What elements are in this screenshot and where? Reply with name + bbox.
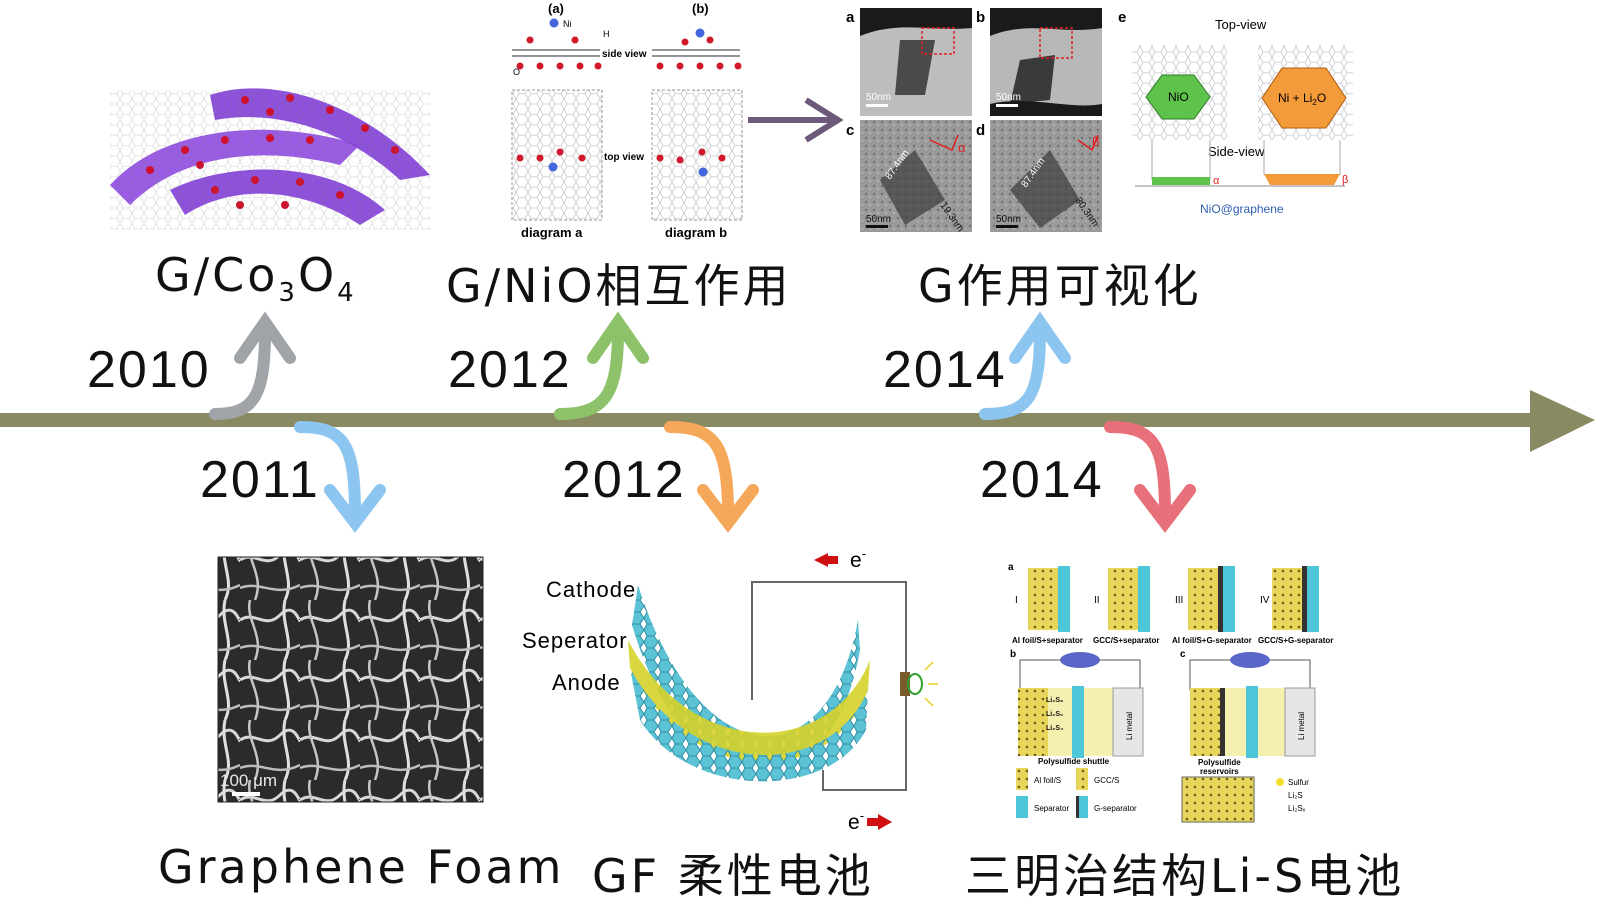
legend-li2s: Li₂S	[1288, 791, 1303, 800]
row-i: I	[1015, 595, 1018, 606]
branch-arrow-2010	[209, 311, 296, 420]
separator-label: Seperator	[522, 628, 628, 653]
graphene-foam-sem-image: 100 μm	[217, 556, 484, 803]
legend-li2sx: Li₂Sₓ	[1288, 804, 1306, 813]
title-gf-flexible-battery: GF 柔性电池	[592, 849, 874, 903]
ni-label: Ni	[563, 19, 572, 29]
tem-visualization-panel: a b c d 50nm 50nm α 87.4nm 19.3nm 50nm β…	[846, 8, 1353, 234]
title-g-co3o4: G/Co3O4	[155, 248, 357, 309]
tem-label-c: c	[846, 122, 854, 139]
gf-flexible-battery-illustration: e- e- Cathode Seperator Anode	[522, 546, 938, 834]
cathode-label: Cathode	[546, 577, 636, 602]
nio-label-b: (b)	[692, 1, 709, 16]
year-2010: 2010	[87, 341, 211, 399]
reservoirs-label-1: Polysulfide	[1198, 758, 1241, 767]
reservoirs-label-2: reservoirs	[1200, 767, 1239, 776]
co3o4-graphene-illustration	[110, 88, 430, 230]
title-g-visualization: G作用可视化	[918, 259, 1202, 313]
legend-g-separator: G-separator	[1094, 804, 1137, 813]
li-metal-c: Li metal	[1297, 712, 1306, 740]
title-g-nio-interaction: G/NiO相互作用	[446, 259, 792, 313]
year-2012-top: 2012	[448, 341, 572, 399]
legend-sulfur: Sulfur	[1288, 778, 1309, 787]
branch-arrow-2014-top	[979, 311, 1071, 420]
o-label: O	[513, 67, 520, 77]
branch-arrow-2012-bottom	[664, 421, 759, 533]
scale-c: 50nm	[866, 214, 891, 225]
sandwich-lis-battery-panel: a I II III IV Al foil/S+separator GCC/S+…	[1008, 562, 1333, 823]
ni-li2o-label: Ni + Li2O	[1278, 91, 1326, 107]
nio-label-a: (a)	[548, 1, 564, 16]
branch-arrow-2011	[294, 421, 386, 533]
side-view-label: side view	[602, 49, 647, 60]
legend-gcc: GCC/S	[1094, 776, 1119, 785]
li-metal-b: Li metal	[1125, 712, 1134, 740]
electron-top: e-	[850, 546, 866, 572]
top-view-e: Top-view	[1215, 17, 1267, 32]
scale-b: 50nm	[996, 92, 1021, 103]
legend-separator: Separator	[1034, 804, 1069, 813]
lis-label-a: a	[1008, 562, 1014, 573]
nio-interaction-panel: (a) (b) Ni H O side view top view diagra…	[511, 1, 743, 240]
anode-label: Anode	[552, 670, 621, 695]
electron-bottom: e-	[848, 808, 864, 834]
scale-d: 50nm	[996, 214, 1021, 225]
panel-link-arrowhead	[804, 97, 844, 143]
config-label-1: Al foil/S+separator	[1012, 636, 1083, 645]
year-2011: 2011	[200, 451, 320, 509]
branch-arrow-2012-top	[554, 311, 649, 420]
diagram-a-label: diagram a	[521, 225, 583, 240]
side-view-e: Side-view	[1208, 144, 1265, 159]
lis-label-c: c	[1180, 649, 1186, 660]
lis-label-b: b	[1010, 649, 1016, 660]
row-iii: III	[1175, 595, 1183, 606]
h-label: H	[603, 29, 610, 39]
shuttle-label: Polysulfide shuttle	[1038, 757, 1110, 766]
config-label-3: Al foil/S+G-separator	[1172, 636, 1252, 645]
title-graphene-foam: Graphene Foam	[158, 840, 565, 894]
species-1: Li₂S₈	[1046, 697, 1063, 704]
foam-scale-label: 100 μm	[220, 771, 277, 790]
year-2014-top: 2014	[883, 341, 1007, 399]
config-label-4: GCC/S+G-separator	[1258, 636, 1333, 645]
config-label-2: GCC/S+separator	[1093, 636, 1159, 645]
alpha-c: α	[958, 140, 966, 155]
nio-hex-label: NiO	[1168, 90, 1189, 104]
diagram-b-label: diagram b	[665, 225, 727, 240]
tem-label-e: e	[1118, 9, 1126, 26]
branch-arrow-2014-bottom	[1104, 421, 1196, 533]
year-2014-bottom: 2014	[980, 451, 1104, 509]
alpha-e: α	[1213, 175, 1220, 187]
row-ii: II	[1094, 595, 1100, 606]
top-view-label: top view	[604, 152, 644, 163]
nio-graphene-caption: NiO@graphene	[1200, 202, 1284, 216]
timeline-arrowhead	[1530, 390, 1595, 452]
tem-label-b: b	[976, 9, 985, 26]
beta-e: β	[1342, 174, 1348, 186]
beta-d: β	[1092, 134, 1099, 149]
title-sandwich-lis-battery: 三明治结构Li-S电池	[965, 849, 1405, 903]
timeline-axis	[0, 413, 1535, 427]
tem-label-d: d	[976, 122, 985, 139]
legend-alfoil: Al foil/S	[1034, 776, 1061, 785]
tem-label-a: a	[846, 9, 855, 26]
year-2012-bottom: 2012	[562, 451, 686, 509]
species-3: Li₂S₄	[1046, 725, 1063, 732]
scale-a: 50nm	[866, 92, 891, 103]
species-2: Li₂S₆	[1046, 711, 1063, 718]
row-iv: IV	[1260, 595, 1270, 606]
